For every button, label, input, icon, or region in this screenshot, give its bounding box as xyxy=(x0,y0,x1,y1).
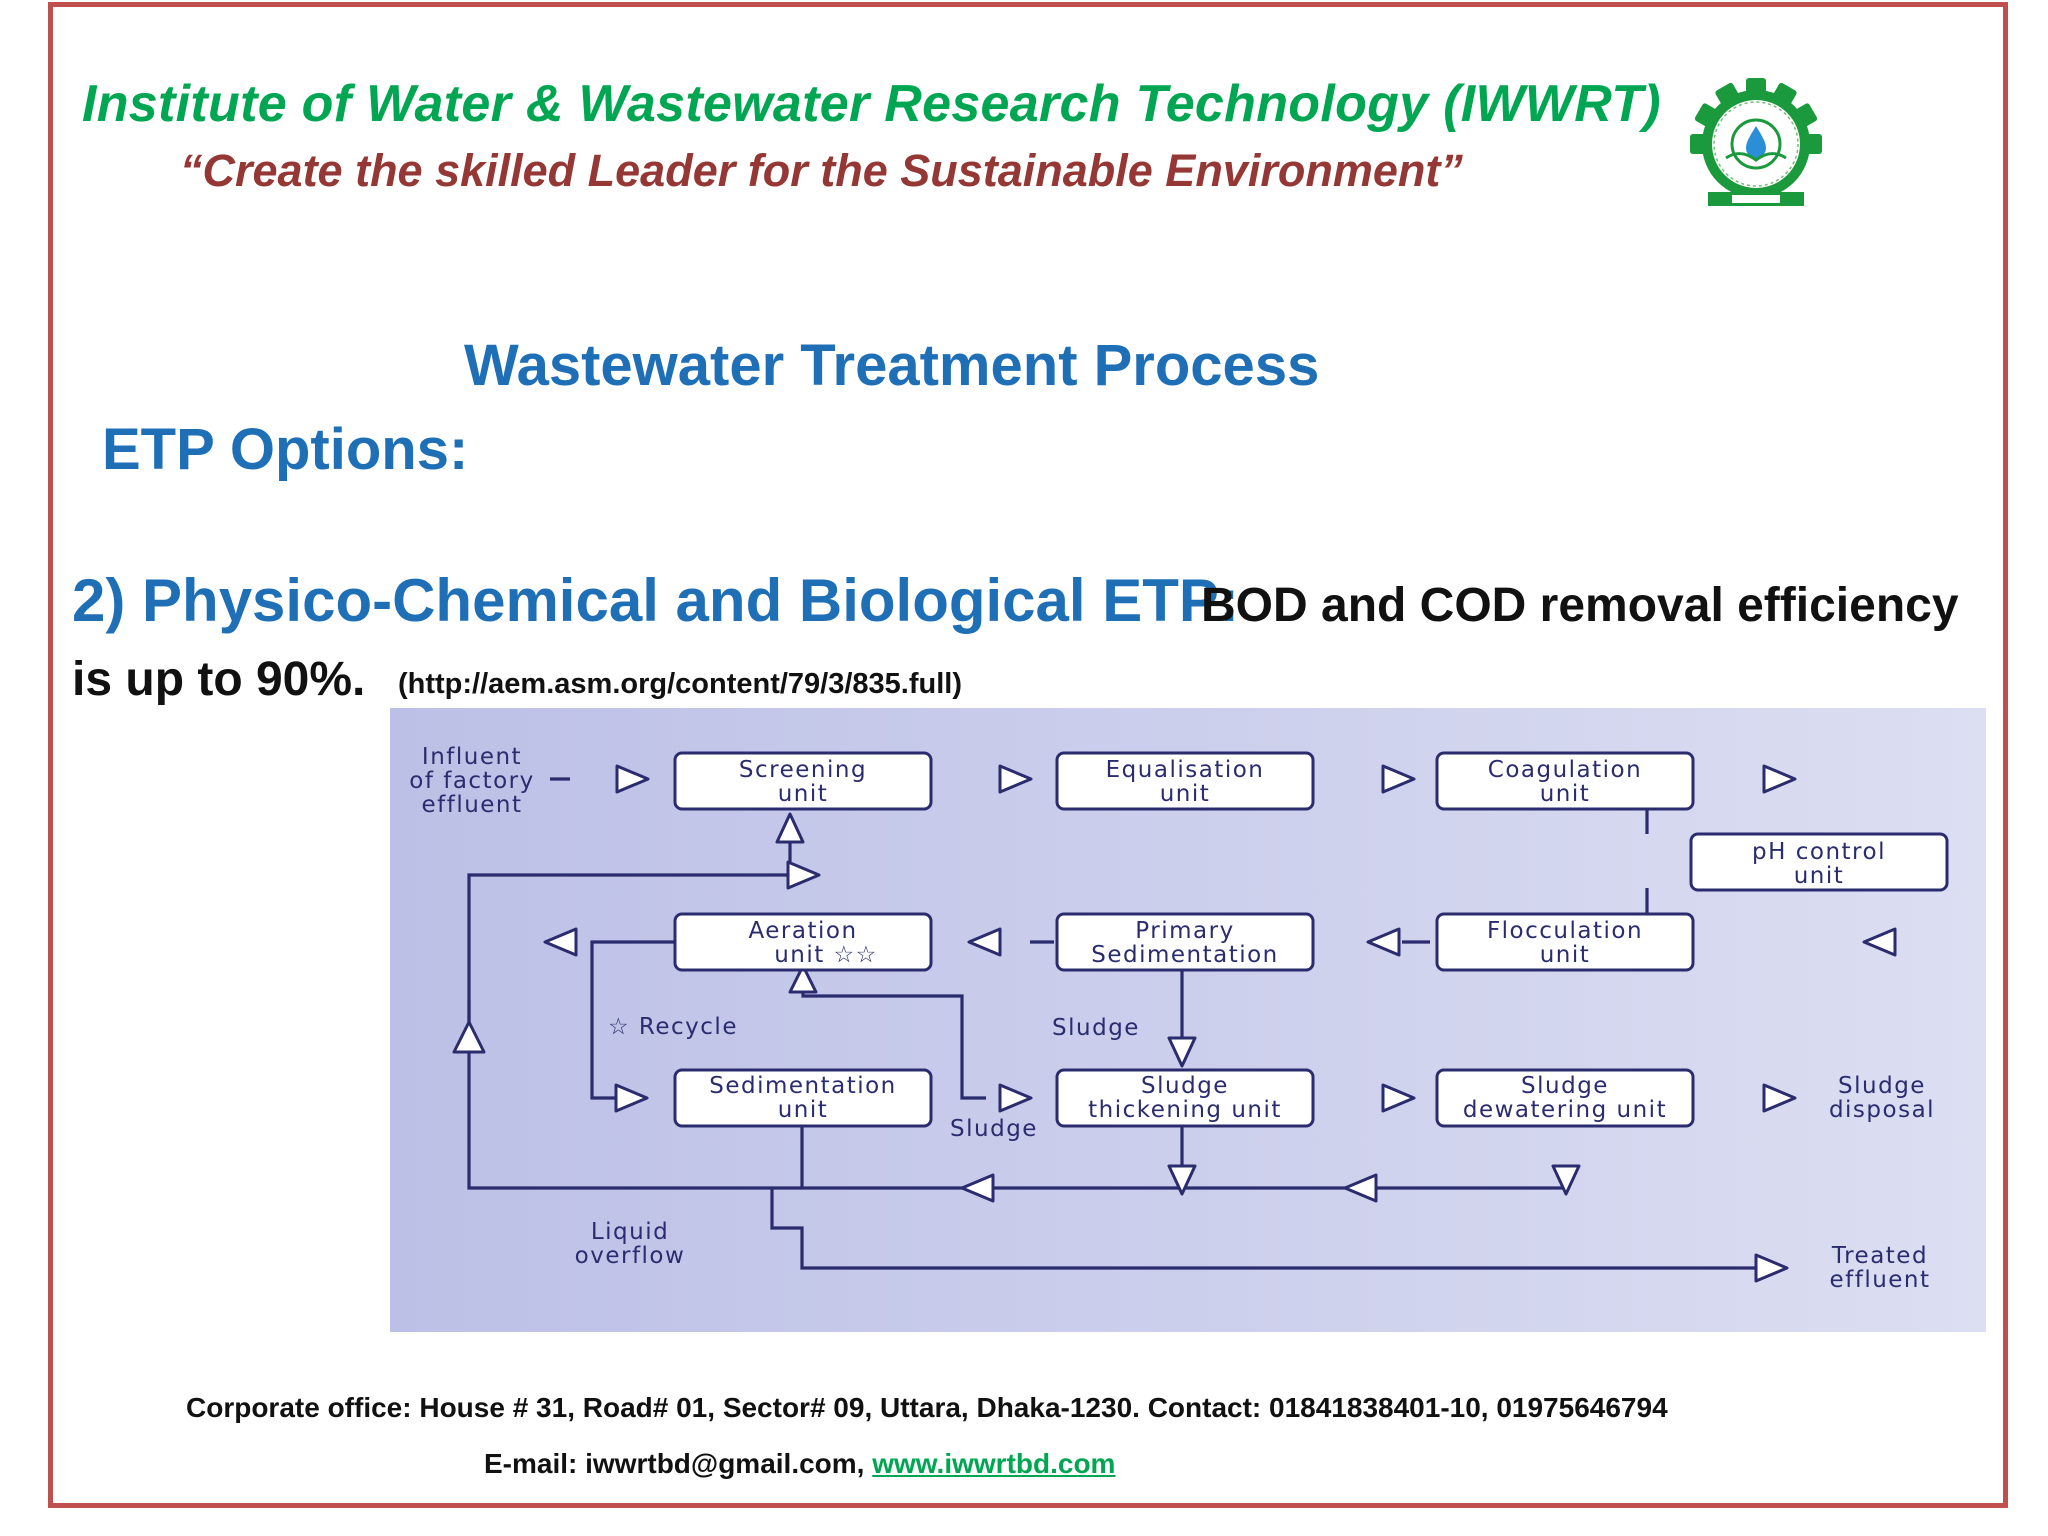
ph-control-unit-box xyxy=(1689,832,1949,892)
institute-motto: “Create the skilled Leader for the Susta… xyxy=(180,145,1463,196)
diagram-background xyxy=(390,708,1986,1332)
dewatering-label-2: dewatering unit xyxy=(1463,1097,1667,1123)
equalisation-label-2: unit xyxy=(1160,781,1211,807)
disposal-label-1: Sludge xyxy=(1838,1073,1926,1099)
dewatering-label-1: Sludge xyxy=(1521,1073,1609,1099)
coagulation-label-2: unit xyxy=(1540,781,1591,807)
aeration-label-1: Aeration xyxy=(748,918,857,944)
arrow-left xyxy=(960,1173,995,1203)
sedimentation-label-1: Sedimentation xyxy=(709,1073,897,1099)
sludge-primary-label: Sludge xyxy=(1052,1015,1140,1041)
source-citation: (http://aem.asm.org/content/79/3/835.ful… xyxy=(398,668,962,700)
arrow-left xyxy=(1343,1173,1378,1203)
sedimentation-label-2: unit xyxy=(778,1097,829,1123)
screening-unit-box xyxy=(673,751,933,811)
arrow-down xyxy=(1167,1036,1197,1068)
arrow-right xyxy=(998,1083,1033,1113)
website-link[interactable]: www.iwwrtbd.com xyxy=(872,1448,1116,1479)
flocculation-unit-box xyxy=(1435,912,1695,972)
gear-water-drop-logo-icon xyxy=(1690,78,1822,206)
influent-label-1: Influent xyxy=(422,744,522,770)
aeration-unit-box xyxy=(673,912,933,972)
flow-arrowheads xyxy=(452,764,1897,1283)
sludge-thickening-box xyxy=(1055,1068,1315,1128)
primary-sed-label-1: Primary xyxy=(1135,918,1234,944)
treated-label-2: effluent xyxy=(1829,1267,1930,1293)
arrow-right xyxy=(1381,1083,1416,1113)
arrow-left xyxy=(543,927,578,957)
arrow-up xyxy=(788,964,818,994)
treated-label-1: Treated xyxy=(1831,1243,1928,1269)
etp-options-heading: ETP Options: xyxy=(102,417,469,482)
arrow-right xyxy=(1762,1083,1797,1113)
footer-address: Corporate office: House # 31, Road# 01, … xyxy=(186,1392,1668,1423)
option-description: BOD and COD removal efficiency xyxy=(1201,579,1959,632)
arrow-right xyxy=(1762,764,1797,794)
liquid-overflow-label-2: overflow xyxy=(575,1243,686,1269)
arrow-down xyxy=(1551,1164,1581,1196)
arrow-down xyxy=(1167,1164,1197,1196)
arrow-right xyxy=(1381,764,1416,794)
sludge-dewatering-box xyxy=(1435,1068,1695,1128)
slide-frame xyxy=(48,2,2008,1508)
thickening-label-2: thickening unit xyxy=(1088,1097,1282,1123)
arrow-up xyxy=(452,1020,486,1054)
coagulation-unit-box xyxy=(1435,751,1695,811)
flocculation-label-2: unit xyxy=(1540,942,1591,968)
sludge-sed-label: Sludge xyxy=(950,1116,1038,1142)
slide-title: Wastewater Treatment Process xyxy=(464,333,1320,398)
flow-lines xyxy=(467,777,1756,1270)
arrow-right xyxy=(786,860,821,890)
ph-control-label-2: unit xyxy=(1794,863,1845,889)
arrow-left xyxy=(1366,927,1401,957)
screening-label-1: Screening xyxy=(739,757,867,783)
arrow-right xyxy=(615,764,650,794)
footer-contact: E-mail: iwwrtbd@gmail.com, www.iwwrtbd.c… xyxy=(484,1448,1115,1480)
arrow-left xyxy=(1862,927,1897,957)
flocculation-label-1: Flocculation xyxy=(1487,918,1643,944)
influent-label-2: of factory xyxy=(409,768,534,794)
footer-email: E-mail: iwwrtbd@gmail.com, xyxy=(484,1448,873,1479)
coagulation-label-1: Coagulation xyxy=(1488,757,1642,783)
sedimentation-unit-box xyxy=(673,1068,933,1128)
thickening-label-1: Sludge xyxy=(1141,1073,1229,1099)
screening-label-2: unit xyxy=(778,781,829,807)
arrow-right xyxy=(614,1083,649,1113)
option-description-cont: is up to 90%. xyxy=(72,653,366,706)
arrow-left xyxy=(967,927,1002,957)
arrow-right xyxy=(998,764,1033,794)
recycle-label: ☆ Recycle xyxy=(608,1014,738,1040)
arrow-up xyxy=(775,812,805,844)
ph-control-label-1: pH control xyxy=(1752,839,1886,865)
etp-flow-diagram: Screening unit Equalisation unit Coagula… xyxy=(390,708,1986,1332)
option-heading: 2) Physico-Chemical and Biological ETP: xyxy=(72,567,1239,634)
arrow-right xyxy=(1754,1253,1789,1283)
aeration-label-2: unit ☆☆ xyxy=(774,942,878,968)
equalisation-unit-box xyxy=(1055,751,1315,811)
primary-sedimentation-box xyxy=(1055,912,1315,972)
primary-sed-label-2: Sedimentation xyxy=(1091,942,1279,968)
influent-label-3: effluent xyxy=(421,792,522,818)
equalisation-label-1: Equalisation xyxy=(1106,757,1265,783)
liquid-overflow-label-1: Liquid xyxy=(591,1219,669,1245)
institute-title: Institute of Water & Wastewater Research… xyxy=(82,75,1661,133)
disposal-label-2: disposal xyxy=(1829,1097,1935,1123)
